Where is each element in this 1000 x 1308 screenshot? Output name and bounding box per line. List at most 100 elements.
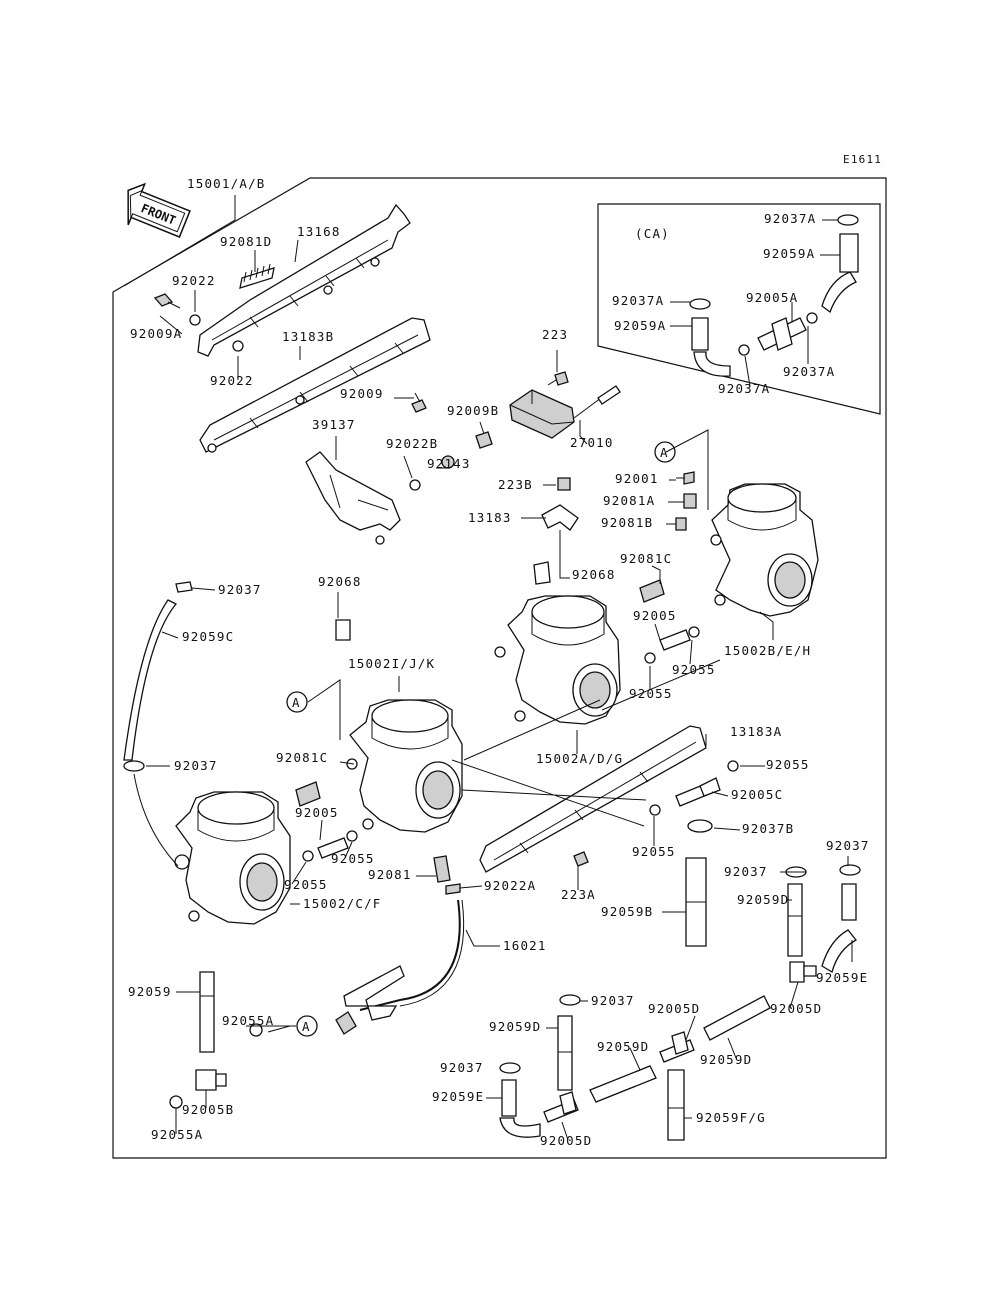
oring-92055b — [644, 652, 656, 664]
screw-223B — [557, 477, 571, 491]
spring-92081B — [675, 517, 687, 531]
part-label-p92005Dc: 92005D — [540, 1133, 592, 1148]
hose-92059D-r — [787, 883, 803, 957]
clip-92037A-1 — [837, 214, 859, 226]
part-label-p92059Ed: 92059E — [432, 1089, 484, 1104]
oring-92055e — [649, 804, 661, 816]
part-label-p92009A: 92009A — [130, 326, 182, 341]
part-label-p92037r: 92037 — [724, 864, 768, 879]
cap-92068b — [335, 619, 351, 641]
bracket-39137 — [305, 451, 401, 545]
part-label-p92037Ae: 92037A — [718, 381, 770, 396]
part-label-p92059Da: 92059D — [489, 1019, 541, 1034]
tee-92005A — [757, 317, 807, 351]
part-label-p13183A: 13183A — [730, 724, 782, 739]
spring-92081Cb — [295, 781, 321, 807]
fitting-92022A — [445, 883, 461, 895]
part-label-p92081A: 92081A — [603, 493, 655, 508]
hose-connector — [133, 773, 179, 867]
part-label-p92068a: 92068 — [572, 567, 616, 582]
part-label-p92037Ad: 92037A — [783, 364, 835, 379]
part-label-p13183B: 13183B — [282, 329, 334, 344]
diagram-code: E1611 — [843, 153, 882, 166]
part-label-p92143: 92143 — [427, 456, 471, 471]
part-label-p92037top: 92037 — [218, 582, 262, 597]
oring-92055a — [688, 626, 700, 638]
clip-92037top — [175, 581, 193, 593]
part-label-p92022B: 92022B — [386, 436, 438, 451]
screw-92001 — [676, 471, 695, 485]
carburetor-15002A — [494, 595, 621, 725]
part-label-p92037rr: 92037 — [826, 838, 870, 853]
hose-92059D-mid — [703, 995, 771, 1041]
part-label-p92037Ac: 92037A — [764, 211, 816, 226]
oring-92055Ab — [169, 1095, 183, 1109]
part-label-p15002I: 15002I/J/K — [348, 656, 435, 671]
part-label-p92059Dc: 92059D — [700, 1052, 752, 1067]
part-label-p15001: 15001/A/B — [187, 176, 266, 191]
mounting-bracket-13168 — [197, 203, 411, 357]
part-label-p92005Db: 92005D — [770, 1001, 822, 1016]
tee-92005D-mid — [659, 1031, 695, 1063]
hose-92059-l — [199, 971, 215, 1053]
part-label-p92059l: 92059 — [128, 984, 172, 999]
sensor-27010 — [509, 385, 621, 439]
part-label-p92081D: 92081D — [220, 234, 272, 249]
part-label-p92059B: 92059B — [601, 904, 653, 919]
part-label-p92059C: 92059C — [182, 629, 234, 644]
part-label-p92055Ab: 92055A — [151, 1127, 203, 1142]
ca-inset-frame — [597, 203, 881, 415]
part-label-p92055Aa: 92055A — [222, 1013, 274, 1028]
part-label-p92005B: 92005B — [182, 1102, 234, 1117]
part-label-p92081B: 92081B — [601, 515, 653, 530]
part-label-p92037c: 92037 — [440, 1060, 484, 1075]
throttle-bracket — [335, 965, 405, 1035]
part-label-p92059E: 92059E — [816, 970, 868, 985]
bolt-92009A — [153, 293, 181, 309]
part-label-p92059F: 92059F/G — [696, 1110, 766, 1125]
part-label-p92005Da: 92005D — [648, 1001, 700, 1016]
part-label-p92022A: 92022A — [484, 878, 536, 893]
front-arrow-icon: FRONT — [127, 182, 191, 238]
hose-92059E-elbow — [821, 929, 857, 973]
clip-92037A-3 — [806, 312, 818, 324]
part-label-p92059Db: 92059D — [597, 1039, 649, 1054]
part-label-p223A: 223A — [561, 887, 596, 902]
part-label-p13168: 13168 — [297, 224, 341, 239]
diagram-frame — [112, 177, 887, 1159]
part-label-p92022a: 92022 — [172, 273, 216, 288]
clip-92037A-2 — [689, 298, 711, 310]
hose-92059A-2 — [691, 317, 709, 351]
part-label-p39137: 39137 — [312, 417, 356, 432]
part-label-p92005A: 92005A — [746, 290, 798, 305]
part-label-p92009: 92009 — [340, 386, 384, 401]
hose-92059D-l — [557, 1015, 573, 1091]
part-label-p92005C: 92005C — [731, 787, 783, 802]
part-label-p13183: 13183 — [468, 510, 512, 525]
part-label-p223: 223 — [542, 327, 568, 342]
part-label-p92055f: 92055 — [284, 877, 328, 892]
hose-92059E-r — [841, 883, 857, 921]
hose-92059A-1 — [839, 233, 859, 273]
leader-lines — [123, 195, 853, 1141]
part-label-p92037b: 92037 — [591, 993, 635, 1008]
part-label-p92059D: 92059D — [737, 892, 789, 907]
oring-92055c — [727, 760, 739, 772]
part-label-p92055d: 92055 — [331, 851, 375, 866]
part-label-p92009B: 92009B — [447, 403, 499, 418]
tee-92005B — [195, 1069, 227, 1091]
hose-92059A-2-elbow — [693, 351, 731, 377]
carburetor-15002B — [710, 483, 819, 617]
cap-92068a — [533, 561, 551, 585]
washer-92022b — [232, 340, 244, 352]
pipe-92005b — [317, 837, 349, 859]
hose-92059A-elbow — [821, 271, 857, 314]
callout-a-1: A — [654, 441, 676, 463]
clip-92037rr — [839, 864, 861, 876]
part-label-p92055a: 92055 — [672, 662, 716, 677]
link-plate-13183A — [479, 725, 707, 873]
part-label-p92037mid: 92037 — [174, 758, 218, 773]
hose-92059F — [667, 1069, 685, 1141]
